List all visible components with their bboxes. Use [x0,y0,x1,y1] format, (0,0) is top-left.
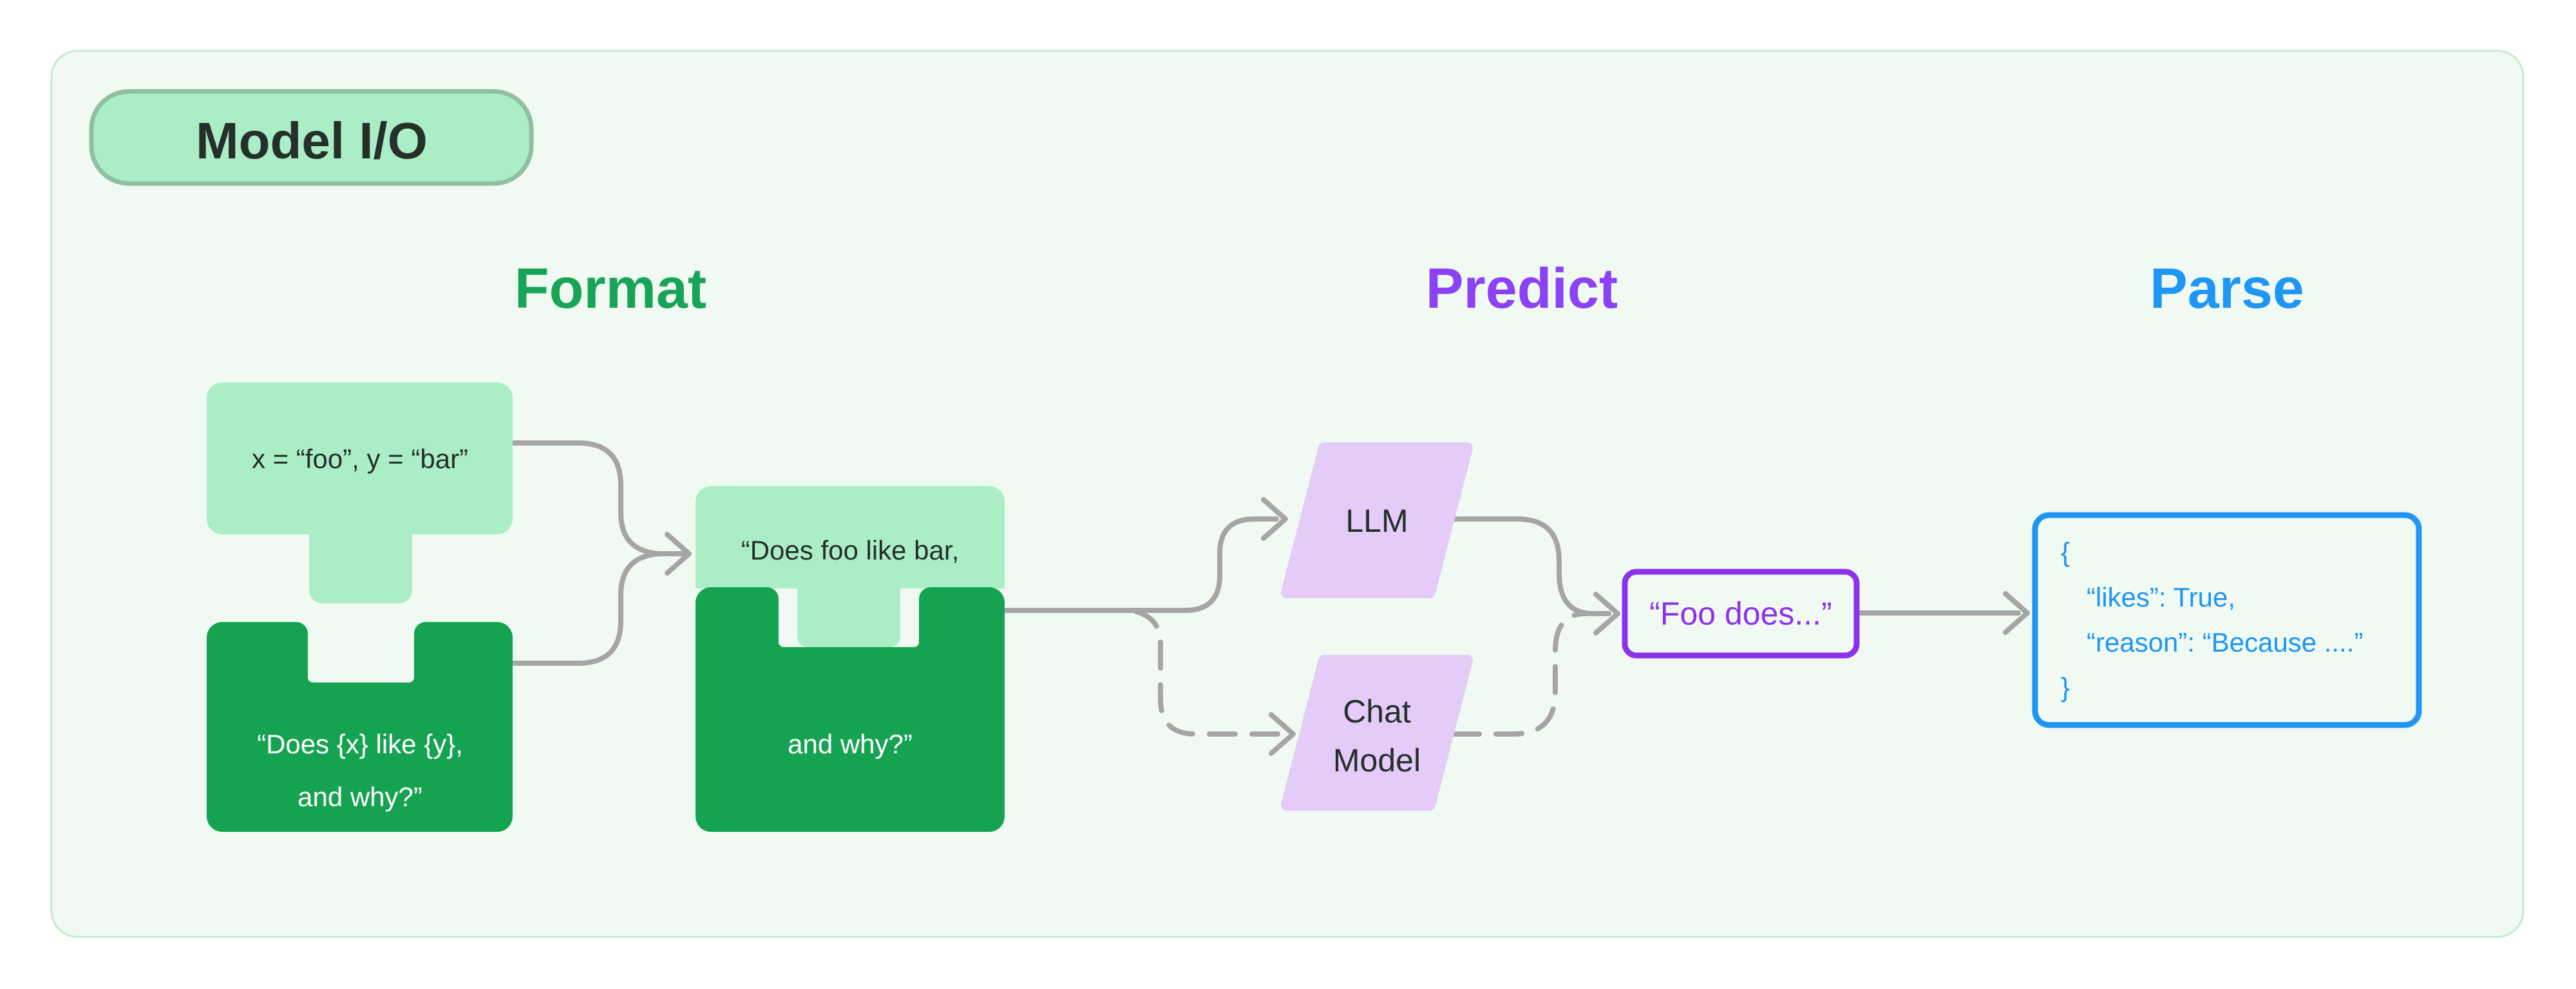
panel-background [50,50,2524,938]
template-block-line1: “Does {x} like {y}, [257,729,463,759]
connector-llm-to-completion [1452,516,1611,616]
json-line-close-brace: } [2061,672,2070,702]
llm-parallelogram [1281,442,1473,598]
completion-text: “Foo does...” [1649,596,1832,632]
parse-heading: Parse [2150,256,2304,320]
chat-model-line2: Model [1333,742,1421,778]
merged-block-plug [797,586,900,647]
connector-values-to-merge [511,440,685,556]
connector-merged-to-chat-model-dashed [1133,609,1287,737]
predict-heading: Predict [1426,256,1618,320]
template-block-line2: and why?” [298,782,422,812]
format-heading: Format [515,256,706,320]
merged-block-line1: “Does foo like bar, [741,535,960,565]
merged-block-bottom [696,587,1005,832]
arrowhead-into-chat-model-icon [1269,712,1296,756]
llm-label: LLM [1345,503,1408,539]
completion-box [1622,569,1860,659]
model-io-badge [89,89,534,186]
chat-model-parallelogram [1281,655,1473,811]
connector-chat-model-to-completion-dashed [1451,611,1588,737]
chat-model-line1: Chat [1343,693,1411,730]
model-io-badge-label: Model I/O [196,112,428,169]
connector-lines [511,440,2030,756]
template-block [207,622,513,832]
arrowhead-into-parse-icon [2003,591,2030,635]
connector-template-to-merge [511,551,662,666]
connector-merged-to-llm [1003,516,1279,613]
json-line-reason: “reason”: “Because ....” [2087,627,2363,657]
merged-block-top [696,486,1005,589]
json-line-open-brace: { [2061,537,2070,567]
values-block [207,382,513,534]
json-line-likes: “likes”: True, [2087,582,2235,612]
values-block-text: x = “foo”, y = “bar” [252,444,468,474]
arrowhead-into-merged-block-icon [665,532,692,576]
merged-block-line2: and why?” [788,729,913,759]
arrowhead-into-llm-icon [1261,497,1288,541]
parsed-json-box [2032,512,2422,728]
arrowhead-into-completion-icon [1593,592,1620,636]
values-block-plug [309,533,412,603]
